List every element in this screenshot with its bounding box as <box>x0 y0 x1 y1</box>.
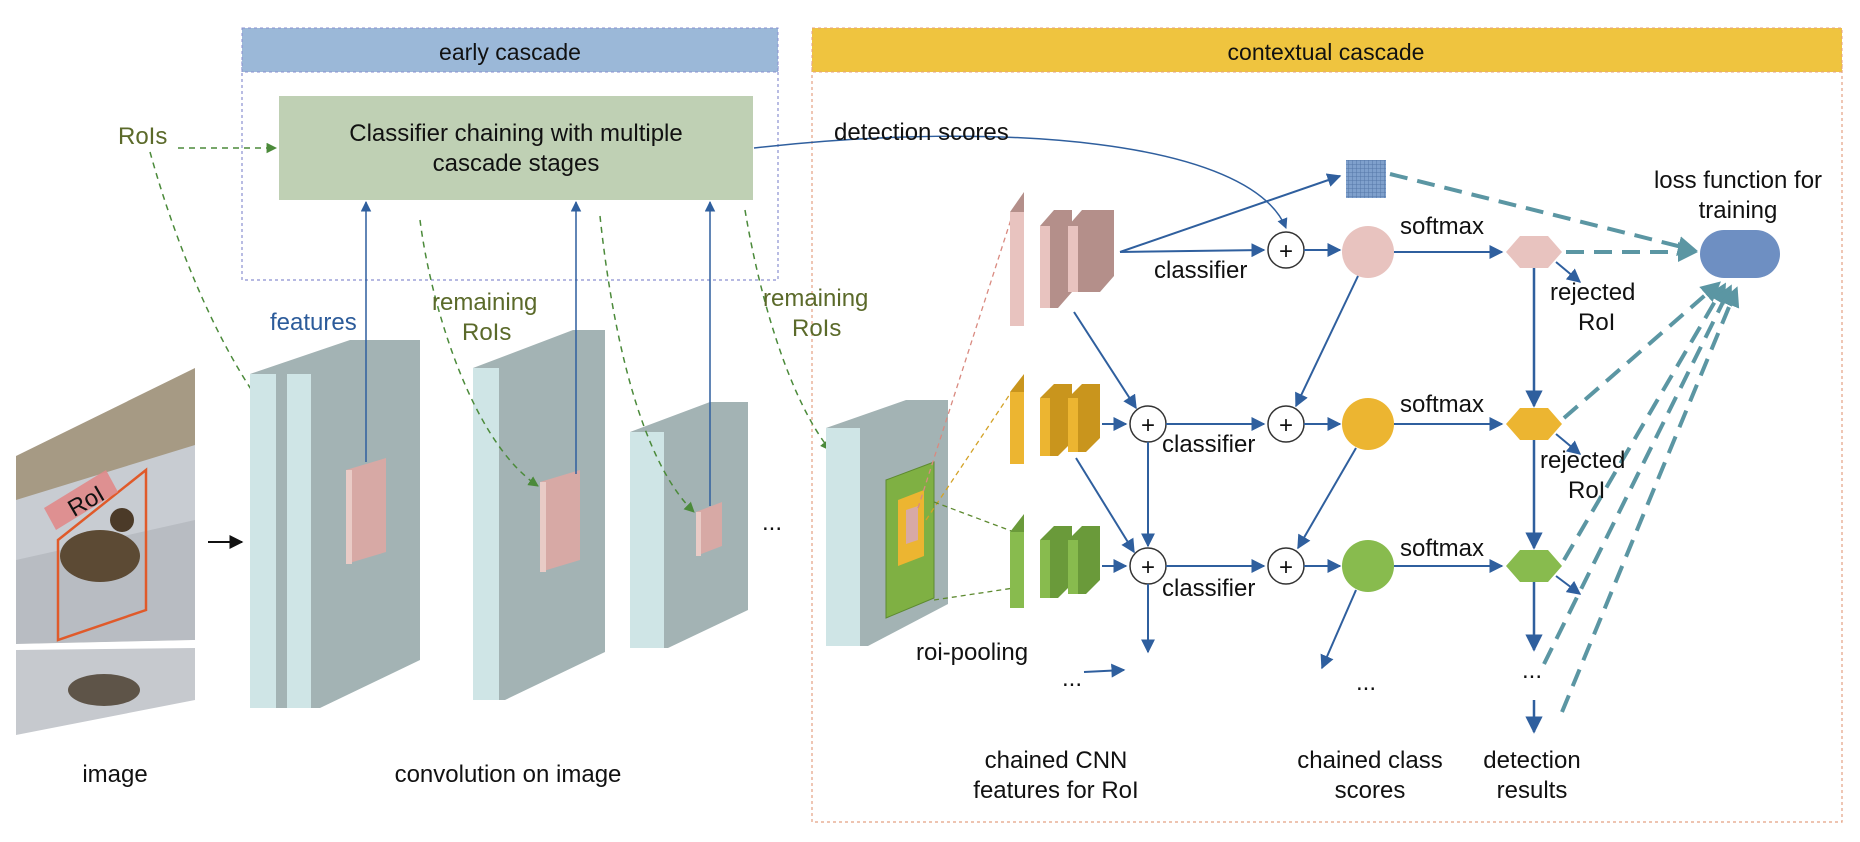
early-cascade-frame <box>241 61 779 281</box>
softmax-label-1: softmax <box>1400 213 1484 240</box>
ellipsis-results: ... <box>1522 657 1542 684</box>
contextual-cascade-frame <box>811 61 1843 823</box>
rois-label: RoIs <box>118 123 167 150</box>
rejected-1-line2: RoI <box>1578 309 1615 336</box>
caption-chained-scores-line1: chained class <box>1297 747 1442 774</box>
loss-function-line2: training <box>1699 197 1778 224</box>
classifier-box-line1: Classifier chaining with multiple <box>349 120 682 147</box>
caption-chained-scores-line2: scores <box>1335 777 1406 804</box>
score-node-green <box>1342 540 1394 592</box>
caption-detection-line1: detection <box>1483 747 1580 774</box>
caption-detection-line2: results <box>1497 777 1568 804</box>
roi-pooling-label: roi-pooling <box>916 639 1028 666</box>
loss-link-grid <box>1389 172 1698 256</box>
remaining-rois-1-line1: remaining <box>432 289 537 316</box>
caption-convolution: convolution on image <box>395 761 622 788</box>
features-label: features <box>270 309 357 336</box>
early-cascade-title: early cascade <box>439 39 581 65</box>
feature-grid-patch <box>1346 160 1386 198</box>
remaining-rois-dashed-3 <box>744 209 831 451</box>
plus-node-orange-a: + <box>1129 405 1167 443</box>
cnn-stage-pink <box>1010 192 1114 326</box>
softmax-label-3: softmax <box>1400 535 1484 562</box>
caption-image: image <box>82 761 147 788</box>
cnn-stage-green <box>1010 514 1100 608</box>
ellipsis-pool-arrow <box>1083 663 1126 678</box>
plus-node-orange-b: + <box>1267 405 1305 443</box>
cnn-stage-orange <box>1010 374 1100 464</box>
loss-function-node <box>1700 230 1780 278</box>
loss-function-line1: loss function for <box>1654 167 1822 194</box>
classifier-box-line2: cascade stages <box>433 150 600 177</box>
remaining-rois-dashed-1 <box>419 219 539 487</box>
caption-chained-cnn-line2: features for RoI <box>973 777 1138 804</box>
detection-scores-arrow <box>753 135 1288 229</box>
pink-score-to-orange-plus <box>1295 275 1359 408</box>
feature-map-3 <box>630 402 748 648</box>
decision-node-orange <box>1506 408 1562 440</box>
pink-down-to-orange-plus <box>1073 311 1137 410</box>
ellipsis-pool: ... <box>1062 665 1082 692</box>
feature-map-2 <box>473 330 605 700</box>
classifier-label-1: classifier <box>1154 257 1247 284</box>
svg-text:+: + <box>1141 412 1155 439</box>
score-node-pink <box>1342 226 1394 278</box>
loss-link-ellipsis <box>1542 284 1732 665</box>
rejected-arrow-2 <box>1555 433 1582 455</box>
detection-scores-label: detection scores <box>834 119 1009 146</box>
classifier-chaining-box <box>279 96 753 200</box>
svg-text:+: + <box>1279 554 1293 581</box>
svg-text:+: + <box>1279 412 1293 439</box>
loss-link-results <box>1560 286 1740 713</box>
loss-link-green <box>1562 282 1727 562</box>
caption-chained-cnn-line1: chained CNN <box>985 747 1128 774</box>
rejected-2-line2: RoI <box>1568 477 1605 504</box>
rejected-1-line1: rejected <box>1550 279 1635 306</box>
svg-text:+: + <box>1141 554 1155 581</box>
green-score-down <box>1320 589 1357 670</box>
rois-to-image-dashed <box>149 151 347 482</box>
loss-link-orange <box>1562 281 1722 420</box>
rejected-arrow-1 <box>1555 261 1582 283</box>
remaining-rois-2-line2: RoIs <box>792 315 841 342</box>
contextual-feature-map <box>826 400 948 646</box>
score-node-orange <box>1342 398 1394 450</box>
ellipsis-scores: ... <box>1356 669 1376 696</box>
plus-node-green-a: + <box>1129 547 1167 585</box>
plus-node-pink: + <box>1267 231 1305 269</box>
early-cascade-header <box>241 27 779 73</box>
decision-node-pink <box>1506 236 1562 268</box>
classifier-label-2: classifier <box>1162 431 1255 458</box>
orange-score-to-green-plus <box>1297 447 1357 550</box>
input-image: RoI <box>16 368 195 735</box>
plus-node-green-b: + <box>1267 547 1305 585</box>
rejected-arrow-3 <box>1555 575 1582 595</box>
pink-to-plus-arrow <box>1119 243 1266 258</box>
svg-text:+: + <box>1279 238 1293 265</box>
classifier-label-3: classifier <box>1162 575 1255 602</box>
link-pink <box>917 209 1015 509</box>
conv-ellipsis: ... <box>762 509 782 536</box>
softmax-label-2: softmax <box>1400 391 1484 418</box>
pink-to-grid-arrow <box>1119 173 1342 253</box>
remaining-rois-2-line1: remaining <box>763 285 868 312</box>
rejected-2-line1: rejected <box>1540 447 1625 474</box>
contextual-cascade-title: contextual cascade <box>1228 39 1425 65</box>
remaining-rois-1-line2: RoIs <box>462 319 511 346</box>
feature-map-1 <box>250 340 420 708</box>
contextual-cascade-header <box>811 27 1843 73</box>
orange-down-to-green-plus <box>1075 457 1135 554</box>
remaining-rois-dashed-2 <box>599 215 695 513</box>
link-green-2 <box>933 587 1015 601</box>
decision-node-green <box>1506 550 1562 582</box>
